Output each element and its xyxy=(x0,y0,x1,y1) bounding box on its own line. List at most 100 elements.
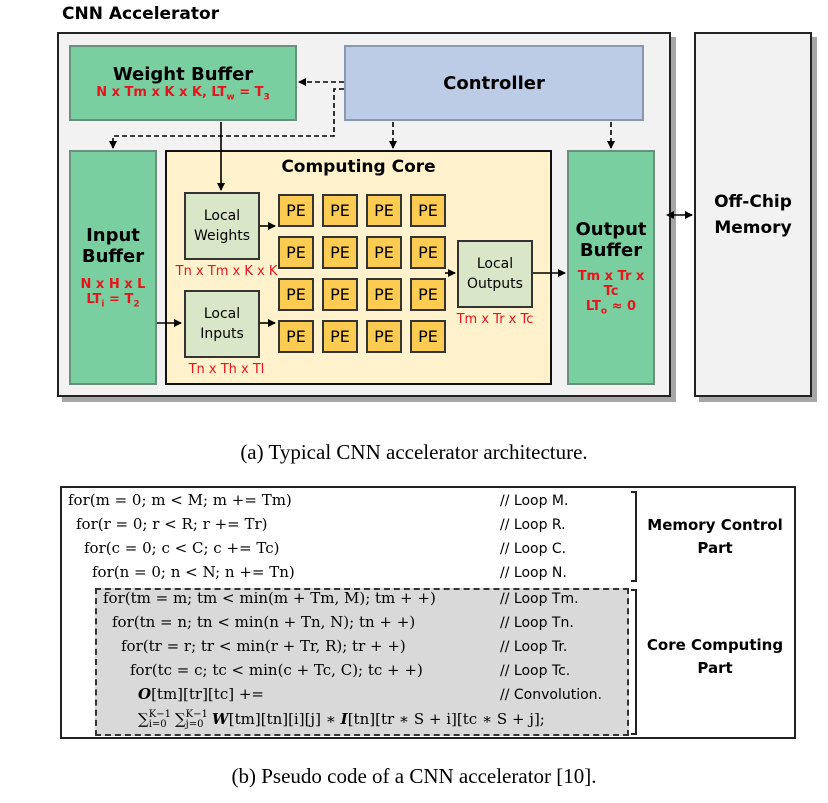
sigma-j-lower: j=0 xyxy=(185,719,204,730)
core-computing-part-label: Core Computing Part xyxy=(640,634,790,680)
weight-symbol: W xyxy=(211,710,229,728)
core-computing-label-1: Core Computing xyxy=(646,636,784,654)
local-weights-block: Local Weights xyxy=(184,192,260,260)
local-outputs-dims: Tm x Tr x Tc xyxy=(456,312,534,327)
code-line: for(tr = r; tr < min(r + Tr, R); tr + +) xyxy=(121,637,406,655)
code-line: for(m = 0; m < M; m += Tm) xyxy=(68,491,292,509)
output-buffer-label-1: Output xyxy=(575,218,647,240)
pe-cell: PE xyxy=(322,194,358,227)
code-comment: // Loop Tc. xyxy=(500,663,571,679)
sigma-i: ∑ xyxy=(138,710,149,728)
output-buffer-lt: LT xyxy=(585,298,601,314)
pe-cell: PE xyxy=(366,194,402,227)
sigma-i-lower: i=0 xyxy=(148,719,167,730)
off-chip-memory-block: Off-Chip Memory xyxy=(694,32,812,397)
code-line: O[tm][tr][tc] += xyxy=(138,685,264,703)
input-index: [tn][tr ∗ S + i][tc ∗ S + j]; xyxy=(347,710,545,728)
caption-b: (b) Pseudo code of a CNN accelerator [10… xyxy=(231,764,597,788)
controller-label: Controller xyxy=(443,72,545,94)
output-buffer-latency: LTo ≈ 0 xyxy=(586,299,636,317)
code-comment: // Loop C. xyxy=(500,541,567,557)
pe-cell: PE xyxy=(322,320,358,353)
local-outputs-block: Local Outputs xyxy=(457,240,533,308)
core-computing-region xyxy=(95,588,629,736)
output-buffer-lt-sub: o xyxy=(600,306,608,317)
local-inputs-label-1: Local xyxy=(203,306,241,322)
caption-a: (a) Typical CNN accelerator architecture… xyxy=(240,440,588,464)
code-comment: // Loop M. xyxy=(500,493,569,509)
memory-control-label-2: Part xyxy=(697,539,733,557)
off-chip-memory-label-2: Memory xyxy=(714,217,792,238)
local-outputs-label-1: Local xyxy=(476,256,514,272)
weight-index: [tm][tn][i][j] ∗ xyxy=(228,710,341,728)
code-comment: // Loop Tn. xyxy=(500,615,574,631)
output-buffer-label-2: Buffer xyxy=(579,239,643,261)
pe-cell: PE xyxy=(278,320,314,353)
input-buffer-lt-sub: i xyxy=(101,299,105,310)
weight-buffer-lt-val-sub: 3 xyxy=(263,92,270,103)
input-buffer-lt: LT xyxy=(86,292,102,308)
core-computing-label-2: Part xyxy=(697,659,733,677)
sigma-j: ∑ xyxy=(174,710,186,728)
input-buffer-lt-eq: = T xyxy=(104,292,134,308)
core-computing-bracket xyxy=(631,589,637,735)
code-comment: // Loop N. xyxy=(500,565,567,581)
code-comment: // Loop Tr. xyxy=(500,639,568,655)
pe-cell: PE xyxy=(410,320,446,353)
pe-cell: PE xyxy=(366,236,402,269)
local-inputs-block: Local Inputs xyxy=(184,290,260,358)
code-line: for(tn = n; tn < min(n + Tn, N); tn + +) xyxy=(112,613,416,631)
weight-buffer-lt-eq: = T xyxy=(234,84,264,100)
pe-cell: PE xyxy=(322,236,358,269)
input-buffer-latency: LTi = T2 xyxy=(86,292,139,310)
input-buffer-dims: N x H x L xyxy=(80,277,146,293)
weight-buffer-label: Weight Buffer xyxy=(112,63,254,85)
input-symbol: I xyxy=(340,710,348,728)
output-buffer-dims: Tm x Tr x Tc xyxy=(577,268,645,299)
code-line: for(tm = m; tm < min(m + Tm, M); tm + +) xyxy=(103,589,436,607)
connection-arrows xyxy=(109,78,693,327)
sigma-j-upper: K−1 xyxy=(185,709,208,720)
weight-buffer-lt-sub: w xyxy=(226,92,235,103)
code-comment: // Loop Tm. xyxy=(500,591,579,607)
input-buffer-label-1: Input xyxy=(86,225,140,247)
computing-core-title: Computing Core xyxy=(281,157,436,177)
local-weights-label-1: Local xyxy=(203,208,241,224)
pe-cell: PE xyxy=(410,236,446,269)
code-line: for(r = 0; r < R; r += Tr) xyxy=(76,515,268,533)
controller-block: Controller xyxy=(344,45,644,121)
code-comment: // Loop R. xyxy=(500,517,566,533)
local-weights-label-2: Weights xyxy=(193,228,251,244)
local-weights-dims: Tn x Tm x K x K xyxy=(175,264,278,279)
computing-core-block: Computing Core Local Weights Tn x Tm x K… xyxy=(165,150,552,385)
input-buffer-block: Input Buffer N x H x L LTi = T2 xyxy=(69,150,157,385)
pe-cell: PE xyxy=(278,236,314,269)
pe-cell: PE xyxy=(322,278,358,311)
accelerator-title: CNN Accelerator xyxy=(62,4,220,24)
arrow-controller-to-input-buffer xyxy=(109,88,344,149)
output-buffer-block: Output Buffer Tm x Tr x Tc LTo ≈ 0 xyxy=(567,150,655,385)
weight-buffer-dims: N x Tm x K x K, LTw = T3 xyxy=(96,85,270,103)
pe-cell: PE xyxy=(410,194,446,227)
off-chip-memory-label-1: Off-Chip xyxy=(714,191,792,212)
weight-buffer-block: Weight Buffer N x Tm x K x K, LTw = T3 xyxy=(69,45,297,121)
output-symbol: O xyxy=(138,685,152,703)
pe-cell: PE xyxy=(278,278,314,311)
sigma-i-upper: K−1 xyxy=(148,709,171,720)
output-buffer-lt-eq: ≈ 0 xyxy=(607,298,637,314)
pe-cell: PE xyxy=(366,320,402,353)
code-line: for(c = 0; c < C; c += Tc) xyxy=(84,539,280,557)
code-line: for(n = 0; n < N; n += Tn) xyxy=(92,563,295,581)
output-index: [tm][tr][tc] += xyxy=(151,685,264,703)
weight-buffer-dims-text: N x Tm x K x K, LT xyxy=(96,84,227,100)
code-comment: // Convolution. xyxy=(500,687,602,703)
local-inputs-label-2: Inputs xyxy=(200,326,244,342)
local-outputs-label-2: Outputs xyxy=(467,276,523,292)
pe-cell: PE xyxy=(278,194,314,227)
memory-control-bracket xyxy=(631,491,637,582)
memory-control-part-label: Memory Control Part xyxy=(640,514,790,560)
pe-cell: PE xyxy=(410,278,446,311)
pe-cell: PE xyxy=(366,278,402,311)
local-inputs-dims: Tn x Th x Tl xyxy=(188,362,265,377)
